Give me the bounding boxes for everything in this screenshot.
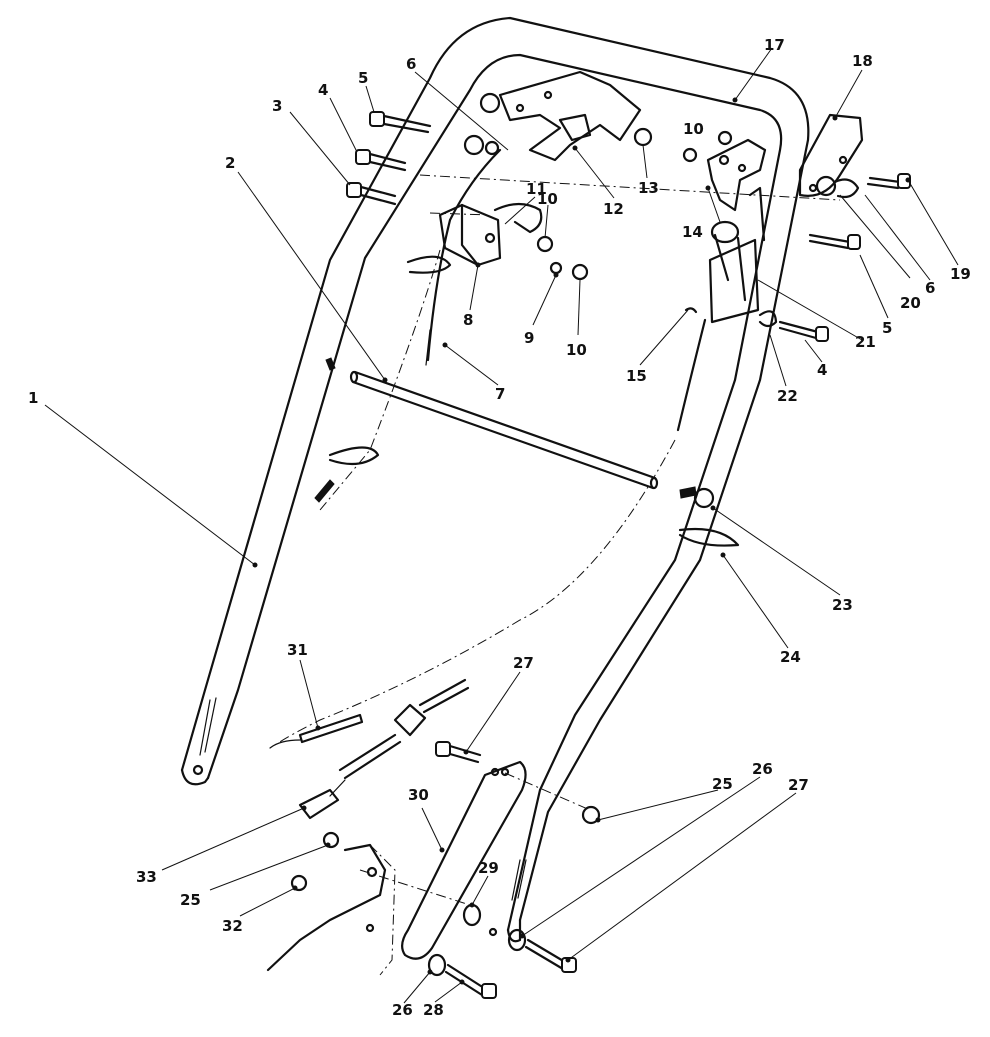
callout-30: 30 — [408, 786, 429, 804]
callout-27a: 27 — [788, 776, 809, 794]
callout-12: 12 — [603, 200, 624, 218]
callout-8: 8 — [463, 311, 473, 329]
callout-21: 21 — [855, 333, 876, 351]
switch-assembly — [438, 202, 543, 267]
callout-29: 29 — [478, 859, 499, 877]
control-clip — [708, 186, 766, 324]
callout-20: 20 — [900, 294, 921, 312]
callout-14: 14 — [682, 223, 703, 241]
callout-27b: 27 — [513, 654, 534, 672]
callout-15: 15 — [626, 367, 647, 385]
upper-left-bolts — [346, 92, 501, 206]
cable-7 — [425, 148, 502, 366]
callout-19: 19 — [950, 265, 971, 283]
spring-clips — [328, 255, 740, 547]
callout-13: 13 — [638, 179, 659, 197]
control-lever-bracket — [498, 70, 642, 162]
callout-24: 24 — [780, 648, 801, 666]
callout-5: 5 — [358, 69, 368, 87]
callout-4: 4 — [318, 81, 328, 99]
leader-dots — [252, 97, 911, 985]
callout-10a: 10 — [566, 341, 587, 359]
threaded-studs — [314, 357, 697, 503]
callout-26b: 26 — [392, 1001, 413, 1019]
callout-7: 7 — [495, 385, 505, 403]
callout-2: 2 — [225, 154, 235, 172]
callout-10b: 10 — [537, 190, 558, 208]
callout-1: 1 — [28, 389, 38, 407]
callout-18: 18 — [852, 52, 873, 70]
callout-25a: 25 — [712, 775, 733, 793]
lower-linkage — [266, 678, 601, 999]
callout-25b: 25 — [180, 891, 201, 909]
callout-5b: 5 — [882, 319, 892, 337]
callout-26a: 26 — [752, 760, 773, 778]
callout-28: 28 — [423, 1001, 444, 1019]
callout-33: 33 — [136, 868, 157, 886]
cable-routing-lines — [274, 174, 841, 906]
cable-right — [676, 318, 707, 432]
cross-bar — [349, 370, 659, 490]
callout-32: 32 — [222, 917, 243, 935]
callout-9: 9 — [524, 329, 534, 347]
callout-6: 6 — [406, 55, 416, 73]
handle-bracket — [798, 113, 864, 197]
callout-22: 22 — [777, 387, 798, 405]
callout-4b: 4 — [817, 361, 827, 379]
leader-lines — [44, 47, 959, 1004]
callout-23: 23 — [832, 596, 853, 614]
callout-31: 31 — [287, 641, 308, 659]
callout-3: 3 — [272, 97, 282, 115]
callout-labels: 1 2 3 4 5 6 7 8 9 10 10 10 11 12 13 14 1… — [28, 36, 971, 1019]
callout-6b: 6 — [925, 279, 935, 297]
bracket-14 — [706, 138, 767, 212]
handle-frame — [180, 16, 810, 943]
callout-10c: 10 — [683, 120, 704, 138]
callout-11: 11 — [526, 180, 547, 198]
callout-17: 17 — [764, 36, 785, 54]
